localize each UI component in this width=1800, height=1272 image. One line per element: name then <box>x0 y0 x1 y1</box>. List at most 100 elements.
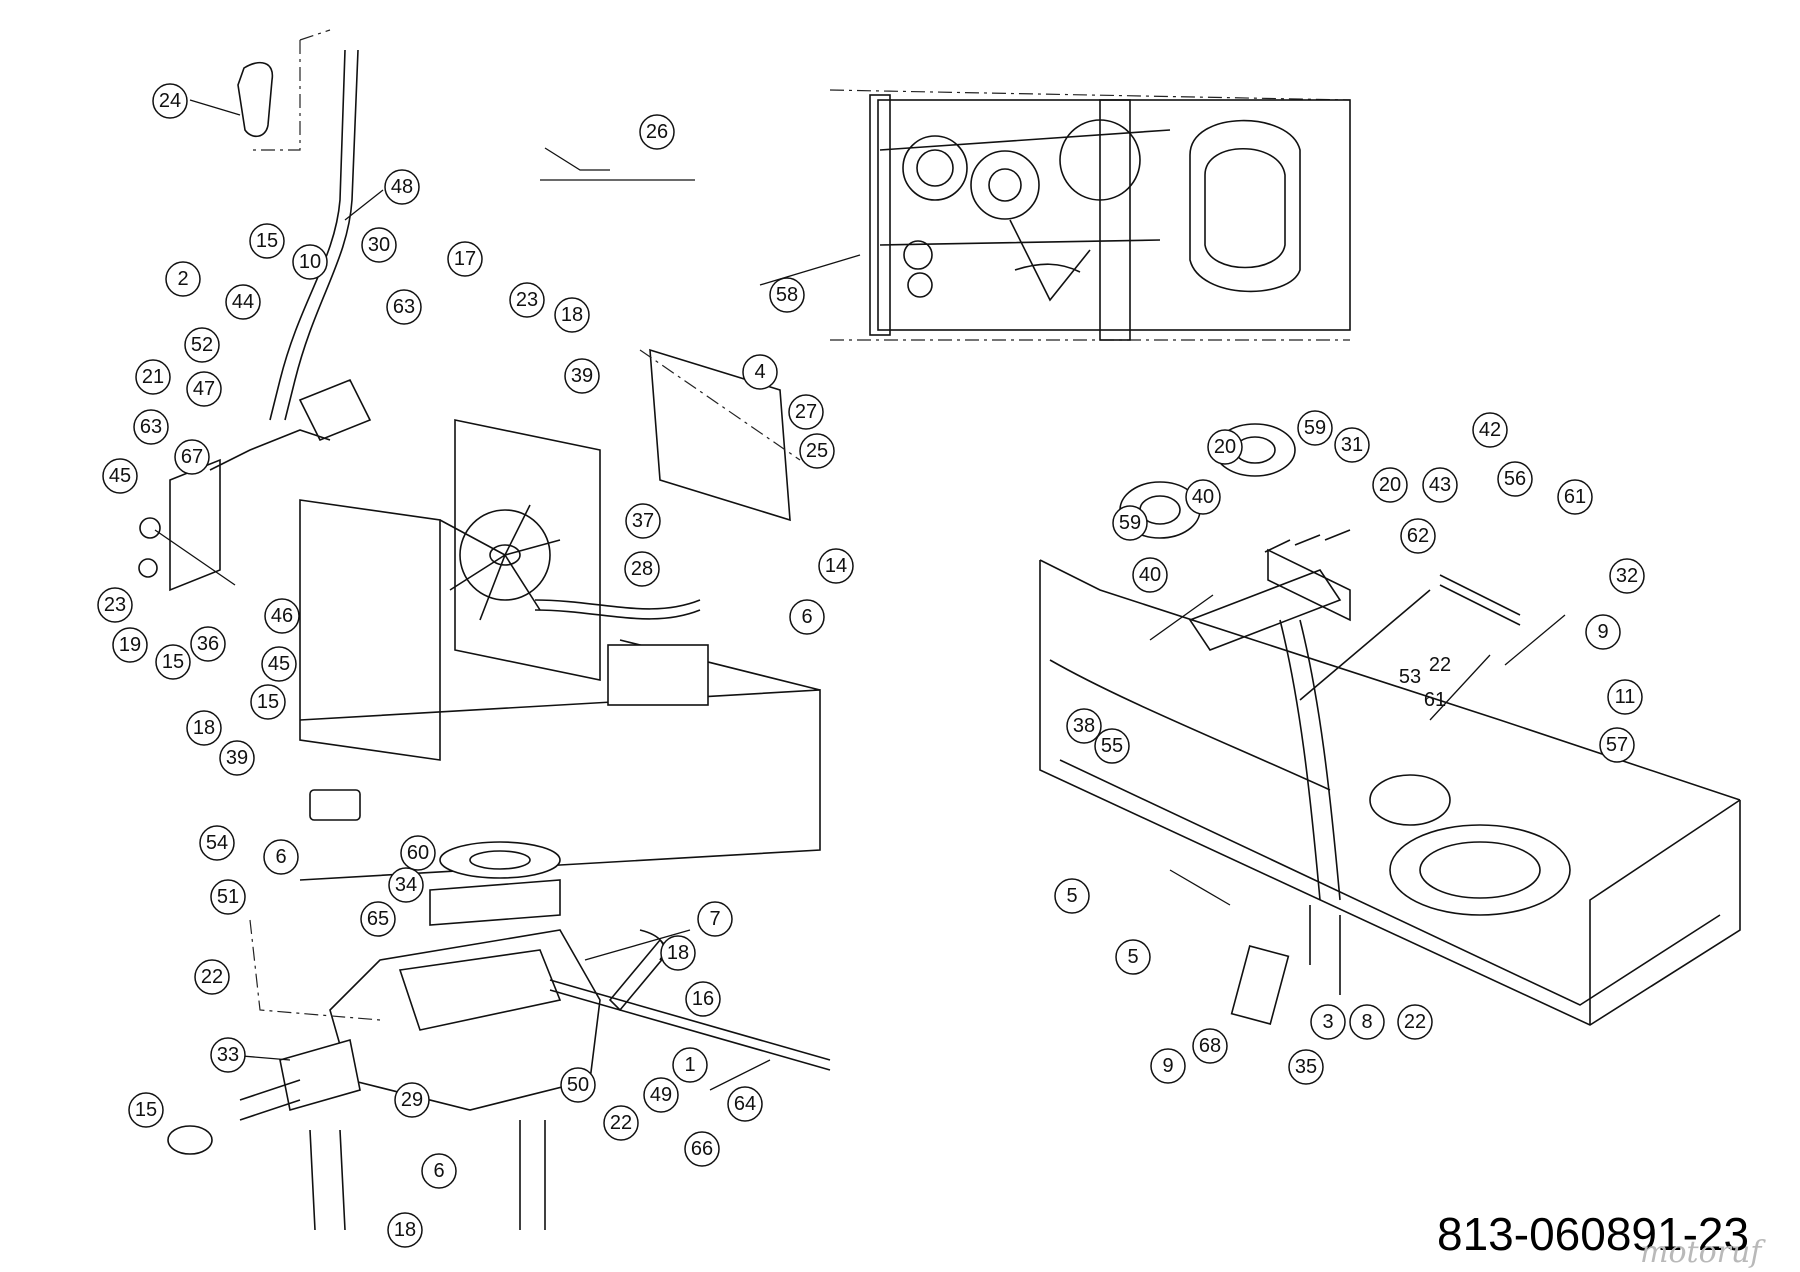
callout-number: 11 <box>1615 686 1636 708</box>
callout-number: 39 <box>226 747 248 769</box>
callout-number: 50 <box>567 1074 589 1096</box>
part-callout: 60 <box>400 835 436 871</box>
callout-number: 30 <box>368 234 390 256</box>
part-callout: 49 <box>643 1077 679 1113</box>
part-callout: 52 <box>184 327 220 363</box>
callout-circle <box>1054 878 1090 914</box>
callout-circle <box>1372 467 1408 503</box>
part-callout: 18 <box>186 710 222 746</box>
transaxle-assembly <box>167 789 831 1231</box>
watermark: motoruf <box>1640 1235 1766 1270</box>
callout-number: 43 <box>1429 474 1451 496</box>
part-callout: 56 <box>1497 461 1533 497</box>
part-callout: 43 <box>1422 467 1458 503</box>
part-callout: 27 <box>788 394 824 430</box>
inline-label: 61 <box>1424 689 1446 711</box>
callout-number: 24 <box>159 90 181 112</box>
callout-circle <box>554 297 590 333</box>
callout-circle <box>165 261 201 297</box>
part-callout: 15 <box>249 223 285 259</box>
part-callout: 18 <box>660 935 696 971</box>
callout-circle <box>190 626 226 662</box>
part-callout: 63 <box>386 289 422 325</box>
part-callout: 17 <box>447 241 483 277</box>
callout-circle <box>384 169 420 205</box>
callout-circle <box>1094 728 1130 764</box>
callout-circle <box>1132 557 1168 593</box>
part-callout: 22 <box>1397 1004 1433 1040</box>
callout-circle <box>421 1153 457 1189</box>
callout-circle <box>769 277 805 313</box>
callout-number: 46 <box>271 605 293 627</box>
callout-number: 66 <box>691 1138 713 1160</box>
callout-circle <box>186 710 222 746</box>
part-callout: 47 <box>186 371 222 407</box>
callout-number: 54 <box>206 832 228 854</box>
callout-number: 18 <box>667 942 689 964</box>
part-callout: 68 <box>1192 1028 1228 1064</box>
part-callout: 9 <box>1150 1048 1186 1084</box>
callout-number: 60 <box>407 842 429 864</box>
part-callout: 3 <box>1310 1004 1346 1040</box>
callout-number: 15 <box>257 691 279 713</box>
callout-circle <box>292 244 328 280</box>
part-callout: 21 <box>135 359 171 395</box>
callout-number: 49 <box>650 1084 672 1106</box>
part-callout: 65 <box>360 901 396 937</box>
part-callout: 9 <box>1585 614 1621 650</box>
callout-circle <box>186 371 222 407</box>
part-callout: 62 <box>1400 518 1436 554</box>
part-callout: 35 <box>1288 1049 1324 1085</box>
callout-circle <box>660 935 696 971</box>
callout-circle <box>564 358 600 394</box>
part-callout: 46 <box>264 598 300 634</box>
callout-number: 9 <box>1597 621 1608 643</box>
callout-circle <box>742 354 778 390</box>
part-callout: 33 <box>210 1037 246 1073</box>
callout-circle <box>697 901 733 937</box>
callout-number: 26 <box>646 121 668 143</box>
callout-circle <box>727 1086 763 1122</box>
callout-number: 6 <box>275 846 286 868</box>
left-upper-assembly <box>138 29 821 881</box>
callout-number: 37 <box>632 510 654 532</box>
callout-circle <box>1609 558 1645 594</box>
callout-number: 62 <box>1407 525 1429 547</box>
callout-number: 44 <box>232 291 254 313</box>
callout-circle <box>1192 1028 1228 1064</box>
part-callout: 45 <box>102 458 138 494</box>
callout-circle <box>263 839 299 875</box>
part-callout: 14 <box>818 548 854 584</box>
callout-circle <box>199 825 235 861</box>
callout-number: 40 <box>1192 486 1214 508</box>
leader-lines <box>154 99 1566 1091</box>
callout-number: 4 <box>754 361 765 383</box>
callout-number: 68 <box>1199 1035 1221 1057</box>
part-callout: 36 <box>190 626 226 662</box>
part-callout: 10 <box>292 244 328 280</box>
callout-number: 9 <box>1162 1055 1173 1077</box>
part-callout: 29 <box>394 1082 430 1118</box>
part-callout: 28 <box>624 551 660 587</box>
part-callout: 16 <box>685 981 721 1017</box>
part-callout: 31 <box>1334 427 1370 463</box>
callout-circle <box>249 223 285 259</box>
callout-circle <box>625 503 661 539</box>
part-callout: 59 <box>1297 410 1333 446</box>
callout-circle <box>1585 614 1621 650</box>
part-callout: 66 <box>684 1131 720 1167</box>
callout-number: 18 <box>561 304 583 326</box>
callout-circle <box>360 901 396 937</box>
callout-circle <box>261 646 297 682</box>
callout-number: 35 <box>1295 1056 1317 1078</box>
part-callout: 42 <box>1472 412 1508 448</box>
callout-circle <box>388 867 424 903</box>
callout-circle <box>560 1067 596 1103</box>
callout-circle <box>250 684 286 720</box>
callout-number: 8 <box>1361 1011 1372 1033</box>
callout-circle <box>361 227 397 263</box>
callout-number: 33 <box>217 1044 239 1066</box>
part-callout: 39 <box>219 740 255 776</box>
callout-number: 63 <box>140 416 162 438</box>
